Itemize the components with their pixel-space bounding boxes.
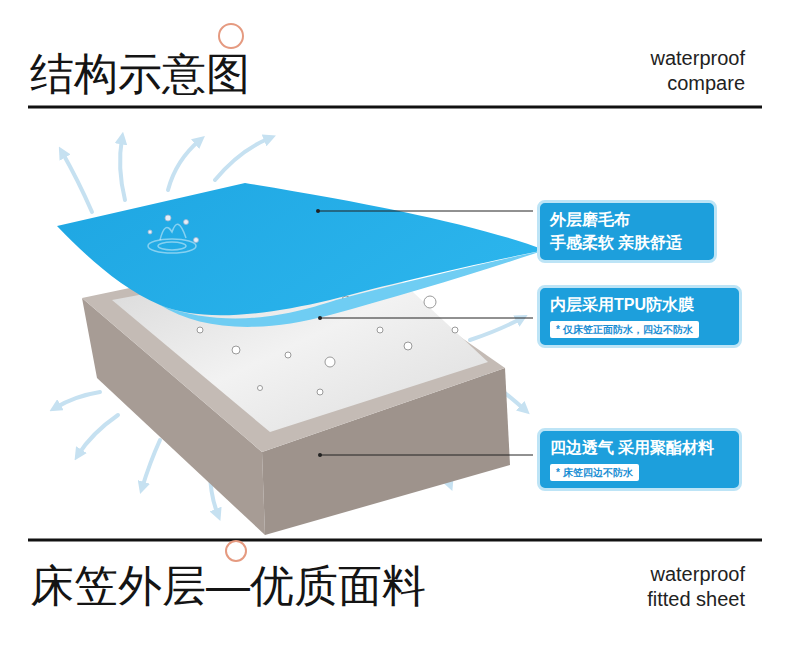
callout-box: 外层磨毛布手感柔软 亲肤舒适 [537, 200, 717, 263]
note-tag: * 床笠四边不防水 [550, 464, 639, 481]
section-title: 结构示意图 [30, 48, 250, 101]
note-text: * 仅床笠正面防水，四边不防水 [556, 323, 693, 336]
fleece-layer [57, 183, 545, 327]
callout-text: 手感柔软 亲肤舒适 [550, 231, 704, 254]
callout-text: 内层采用TPU防水膜 [550, 293, 729, 316]
leader-lines [318, 211, 533, 455]
callout-box: 内层采用TPU防水膜 * 仅床笠正面防水，四边不防水 [537, 285, 742, 348]
leader-dots [316, 209, 322, 457]
section-title: 床笠外层—优质面料 [30, 560, 426, 613]
note-tag: * 仅床笠正面防水，四边不防水 [550, 321, 699, 338]
header-label: waterproof compare [613, 46, 745, 96]
deco-circle [219, 24, 243, 48]
callout-box: 四边透气 采用聚酯材料 * 床笠四边不防水 [537, 428, 742, 491]
header-label: waterproof fitted sheet [613, 562, 745, 612]
callout-text: 四边透气 采用聚酯材料 [550, 436, 729, 459]
note-text: * 床笠四边不防水 [556, 466, 633, 479]
deco-circle [226, 541, 246, 561]
header-rule [28, 106, 762, 109]
callout-text: 外层磨毛布 [550, 208, 704, 231]
header-rule [28, 539, 762, 542]
